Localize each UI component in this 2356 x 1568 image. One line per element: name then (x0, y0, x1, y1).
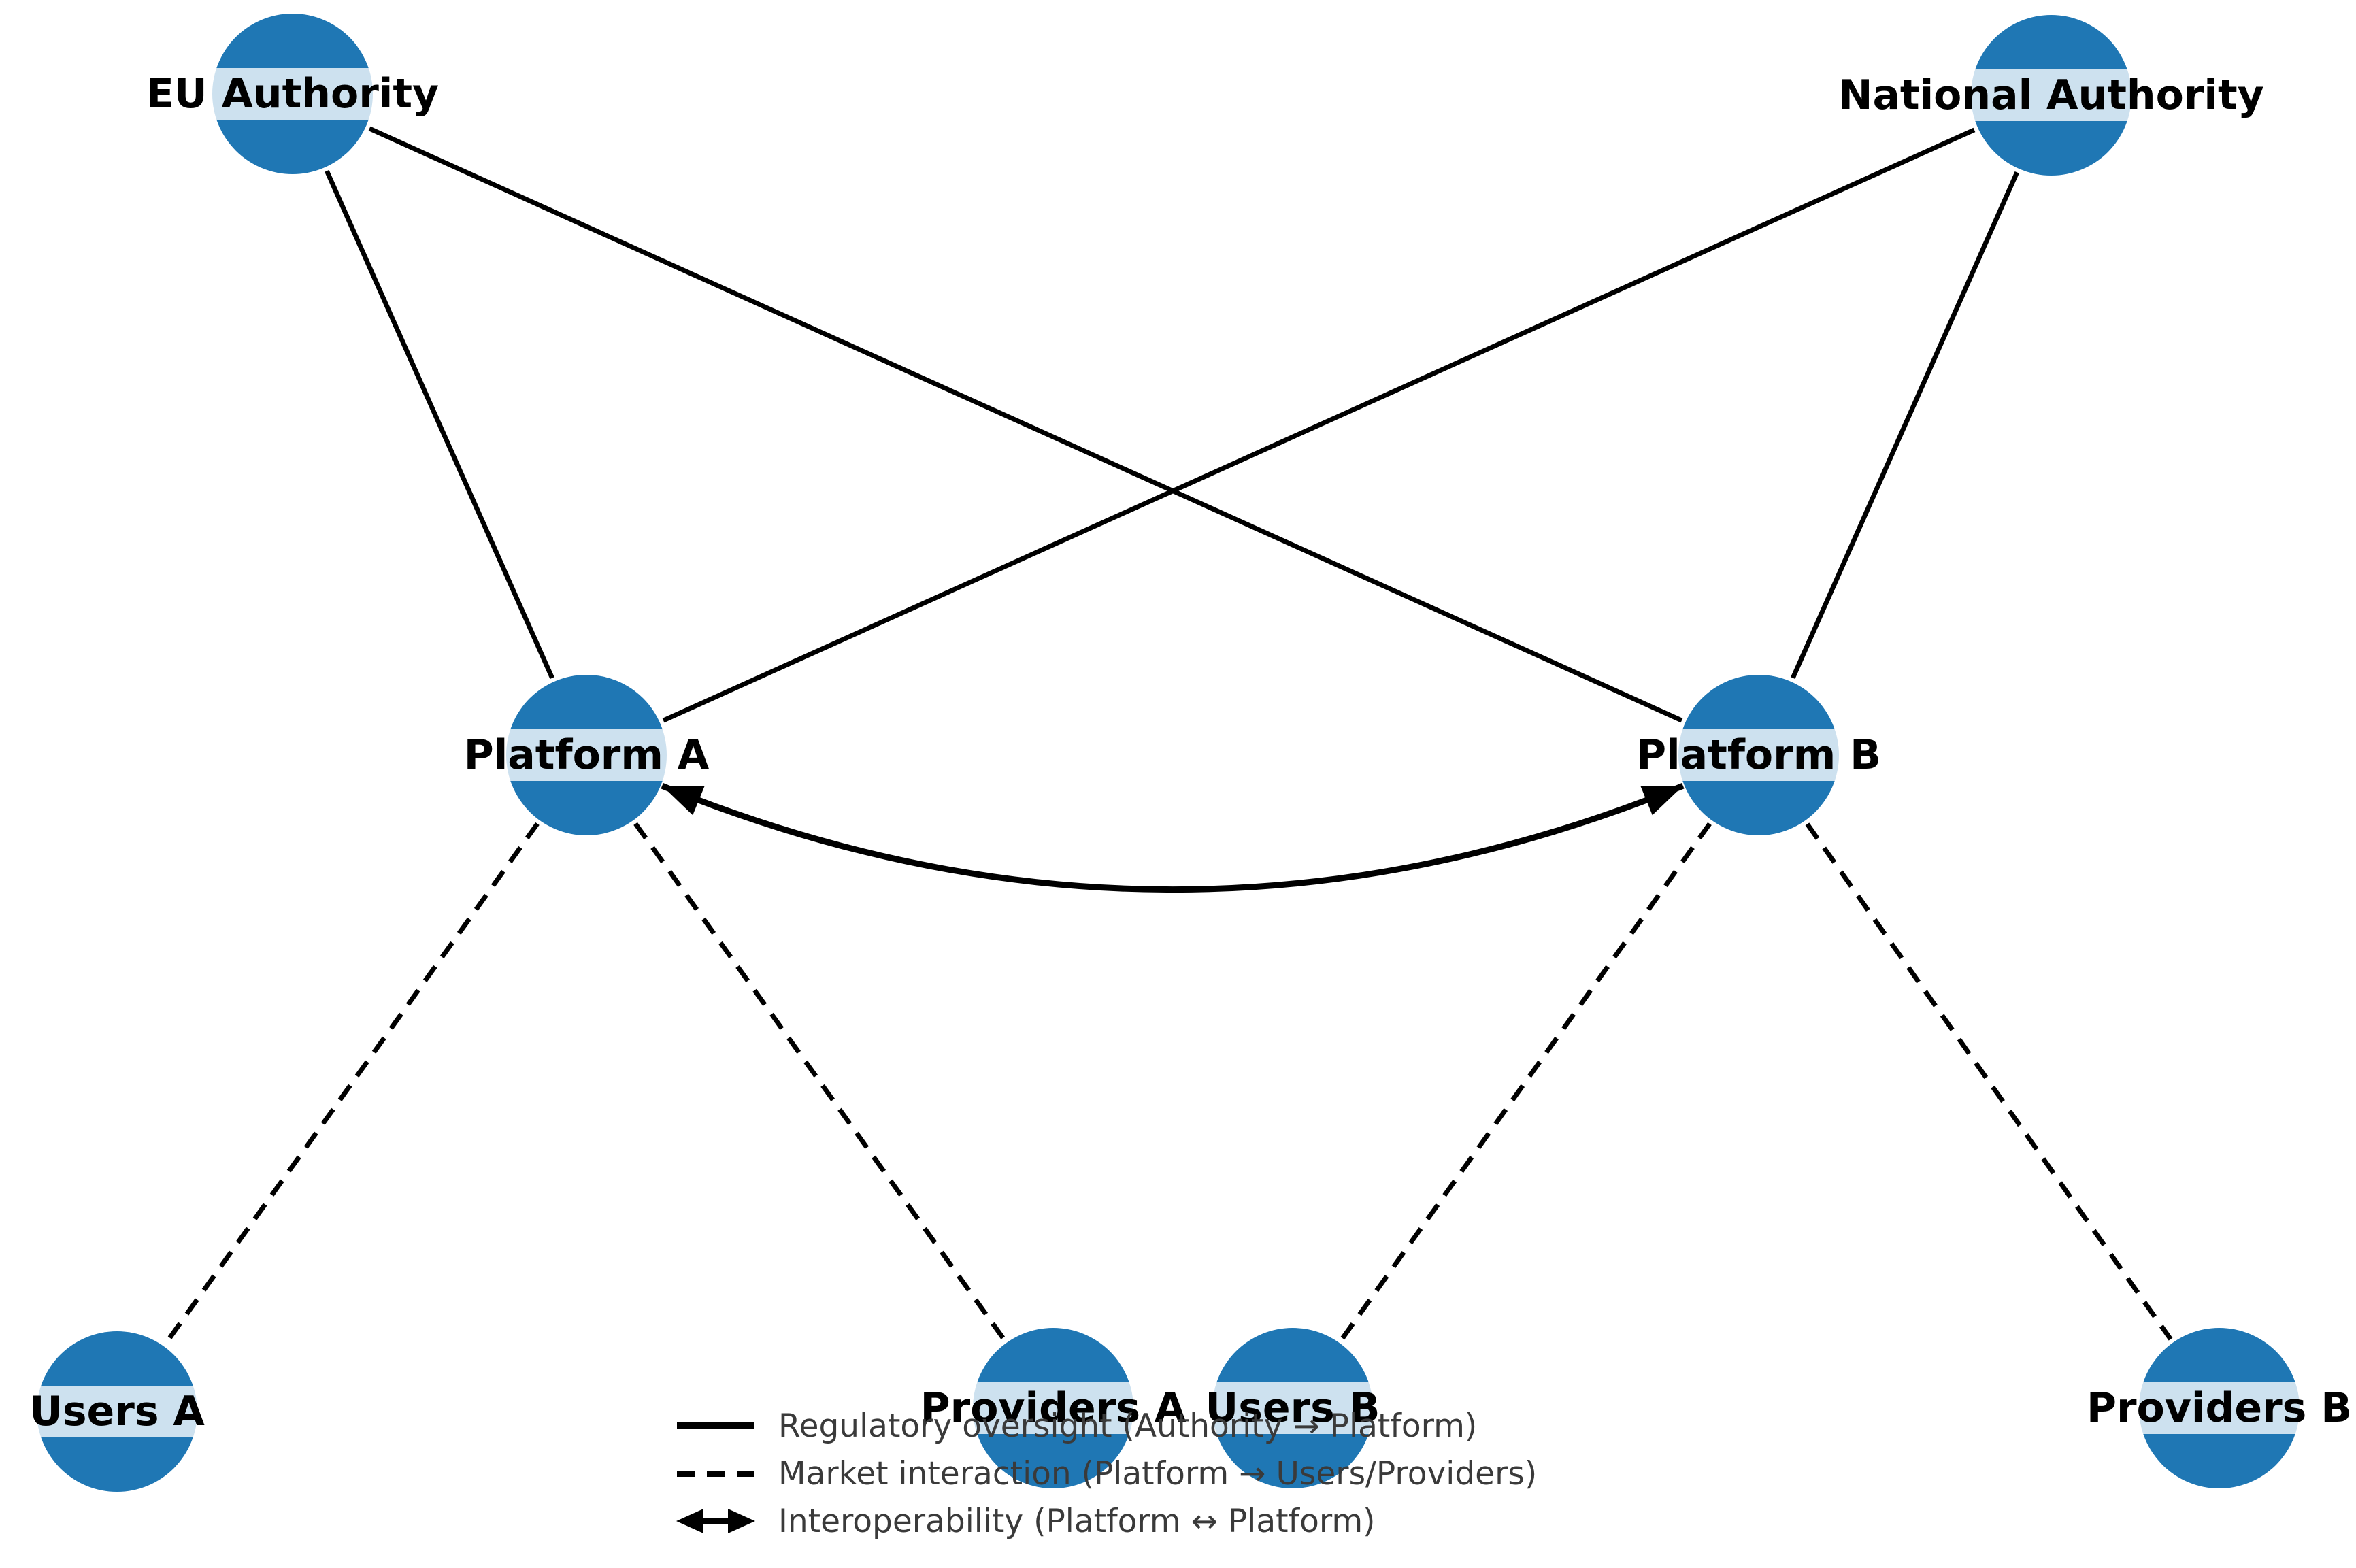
edge-platform_b-users_b (1340, 822, 1712, 1341)
double-arrow-icon (675, 1506, 757, 1536)
edge-eu_authority-platform_a (325, 169, 554, 680)
legend: Regulatory oversight (Authority → Platfo… (675, 1409, 1537, 1552)
node-label-providers-b: Providers B (2075, 1382, 2356, 1434)
node-label-eu-authority: EU Authority (135, 68, 450, 120)
solid-line-icon (675, 1422, 757, 1429)
legend-item-label: Interoperability (Platform ↔ Platform) (778, 1502, 1376, 1540)
node-label-national-authority: National Authority (1827, 69, 2275, 121)
edge-platform_a-platform_b-interop (661, 783, 1685, 893)
interop-arrowhead-platform_a (662, 786, 705, 816)
node-label-platform-a: Platform A (452, 729, 720, 781)
node-label-providers-a: Providers A (909, 1382, 1197, 1434)
legend-item-label: Market interaction (Platform → Users/Pro… (778, 1454, 1538, 1492)
edge-eu_authority-platform_b (368, 126, 1683, 723)
interop-arrowhead-platform_b (1640, 786, 1683, 816)
dashed-line-icon (675, 1470, 757, 1477)
edge-platform_b-providers_b (1805, 822, 2173, 1341)
legend-item-regulatory-oversight: Regulatory oversight (Authority → Platfo… (675, 1409, 1537, 1442)
edge-national_authority-platform_b (1791, 171, 2019, 680)
node-label-users-b: Users B (1194, 1382, 1391, 1434)
legend-item-label: Regulatory oversight (Authority → Platfo… (778, 1407, 1478, 1445)
edge-platform_a-users_a (164, 822, 540, 1345)
node-label-users-a: Users A (18, 1386, 216, 1437)
node-label-platform-b: Platform B (1625, 729, 1892, 781)
legend-item-market-interaction: Market interaction (Platform → Users/Pro… (675, 1457, 1537, 1490)
edge-platform_a-providers_a (633, 822, 1006, 1341)
edge-national_authority-platform_a (662, 127, 1976, 723)
legend-item-interoperability: Interoperability (Platform ↔ Platform) (675, 1505, 1537, 1537)
